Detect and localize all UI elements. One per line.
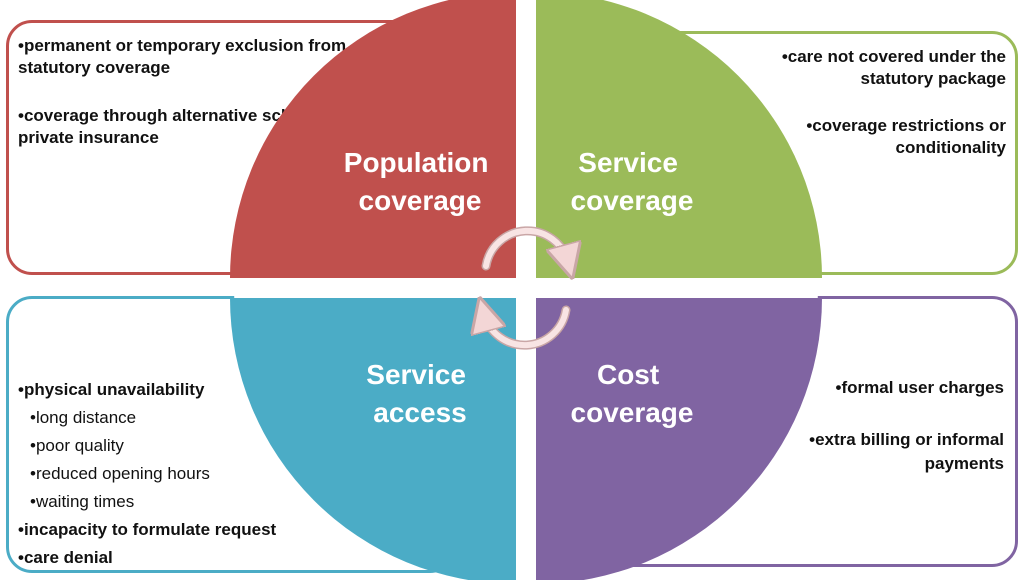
title-line-2: access: [373, 397, 466, 428]
population-coverage-title: Population coverage: [344, 147, 496, 216]
list-item: care denial: [18, 544, 338, 572]
title-line-1: Cost: [597, 359, 659, 390]
cost-coverage-title: Cost coverage: [571, 359, 694, 428]
list-item: formal user charges: [774, 376, 1004, 400]
service-access-title: Service access: [366, 359, 473, 428]
list-item: physical unavailability: [18, 376, 338, 404]
service-access-list: physical unavailability long distance po…: [18, 376, 338, 572]
title-line-1: Population: [344, 147, 489, 178]
service-coverage-title: Service coverage: [571, 147, 694, 216]
service-coverage-list: care not covered under the statutory pac…: [706, 46, 1006, 159]
population-coverage-list: permanent or temporary exclusion from st…: [18, 35, 363, 149]
cycle-arrow-bottom-inner-icon: [484, 310, 569, 349]
cost-coverage-list: formal user charges extra billing or inf…: [774, 376, 1004, 476]
list-item: care not covered under the statutory pac…: [706, 46, 1006, 90]
list-sub-item: reduced opening hours: [18, 460, 338, 488]
title-line-1: Service: [578, 147, 678, 178]
list-item: coverage through alternative schemes or …: [18, 105, 363, 149]
list-item: permanent or temporary exclusion from st…: [18, 35, 363, 79]
title-line-1: Service: [366, 359, 466, 390]
list-item: extra billing or informal payments: [774, 428, 1004, 476]
cycle-arrow-top-inner-icon: [483, 227, 568, 266]
service-access-sector: [230, 298, 516, 580]
population-coverage-sector: [230, 0, 516, 278]
service-coverage-sector: [536, 0, 822, 278]
title-line-2: coverage: [571, 397, 694, 428]
list-item: incapacity to formulate request: [18, 516, 338, 544]
cost-coverage-sector: [536, 298, 822, 580]
title-line-2: coverage: [571, 185, 694, 216]
title-line-2: coverage: [359, 185, 482, 216]
list-item: coverage restrictions or conditionality: [706, 115, 1006, 159]
list-sub-item: waiting times: [18, 488, 338, 516]
list-sub-item: long distance: [18, 404, 338, 432]
list-sub-item: poor quality: [18, 432, 338, 460]
